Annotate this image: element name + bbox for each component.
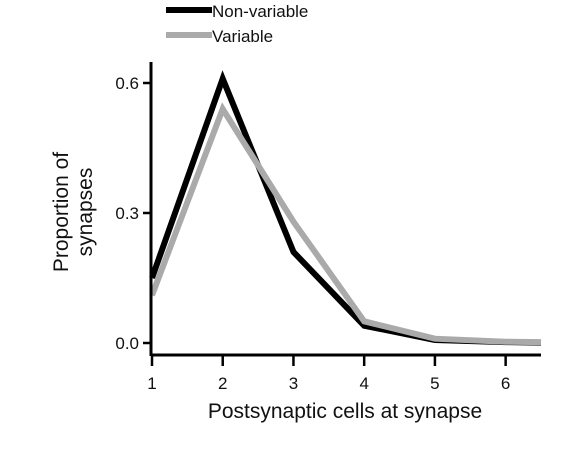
series-line-variable [149, 102, 542, 346]
y-axis-label: Proportion ofsynapses [50, 152, 97, 272]
x-tick-label: 3 [289, 374, 298, 393]
x-tick-label: 4 [359, 374, 368, 393]
series-line-non-variable [149, 70, 542, 346]
axes [143, 62, 541, 366]
legend-label: Non-variable [212, 2, 308, 21]
y-axis-label-line: synapses [74, 168, 97, 257]
x-tick-label: 5 [430, 374, 439, 393]
x-axis-label: Postsynaptic cells at synapse [208, 400, 482, 423]
plot-lines [149, 70, 542, 346]
y-axis-label-line: Proportion of [50, 152, 73, 272]
x-tick-label: 2 [218, 374, 227, 393]
y-tick-label: 0.6 [115, 74, 139, 93]
x-tick-label: 6 [501, 374, 510, 393]
x-tick-label: 1 [147, 374, 156, 393]
legend-label: Variable [212, 27, 273, 46]
y-tick-label: 0.3 [115, 204, 139, 223]
y-tick-label: 0.0 [115, 334, 139, 353]
